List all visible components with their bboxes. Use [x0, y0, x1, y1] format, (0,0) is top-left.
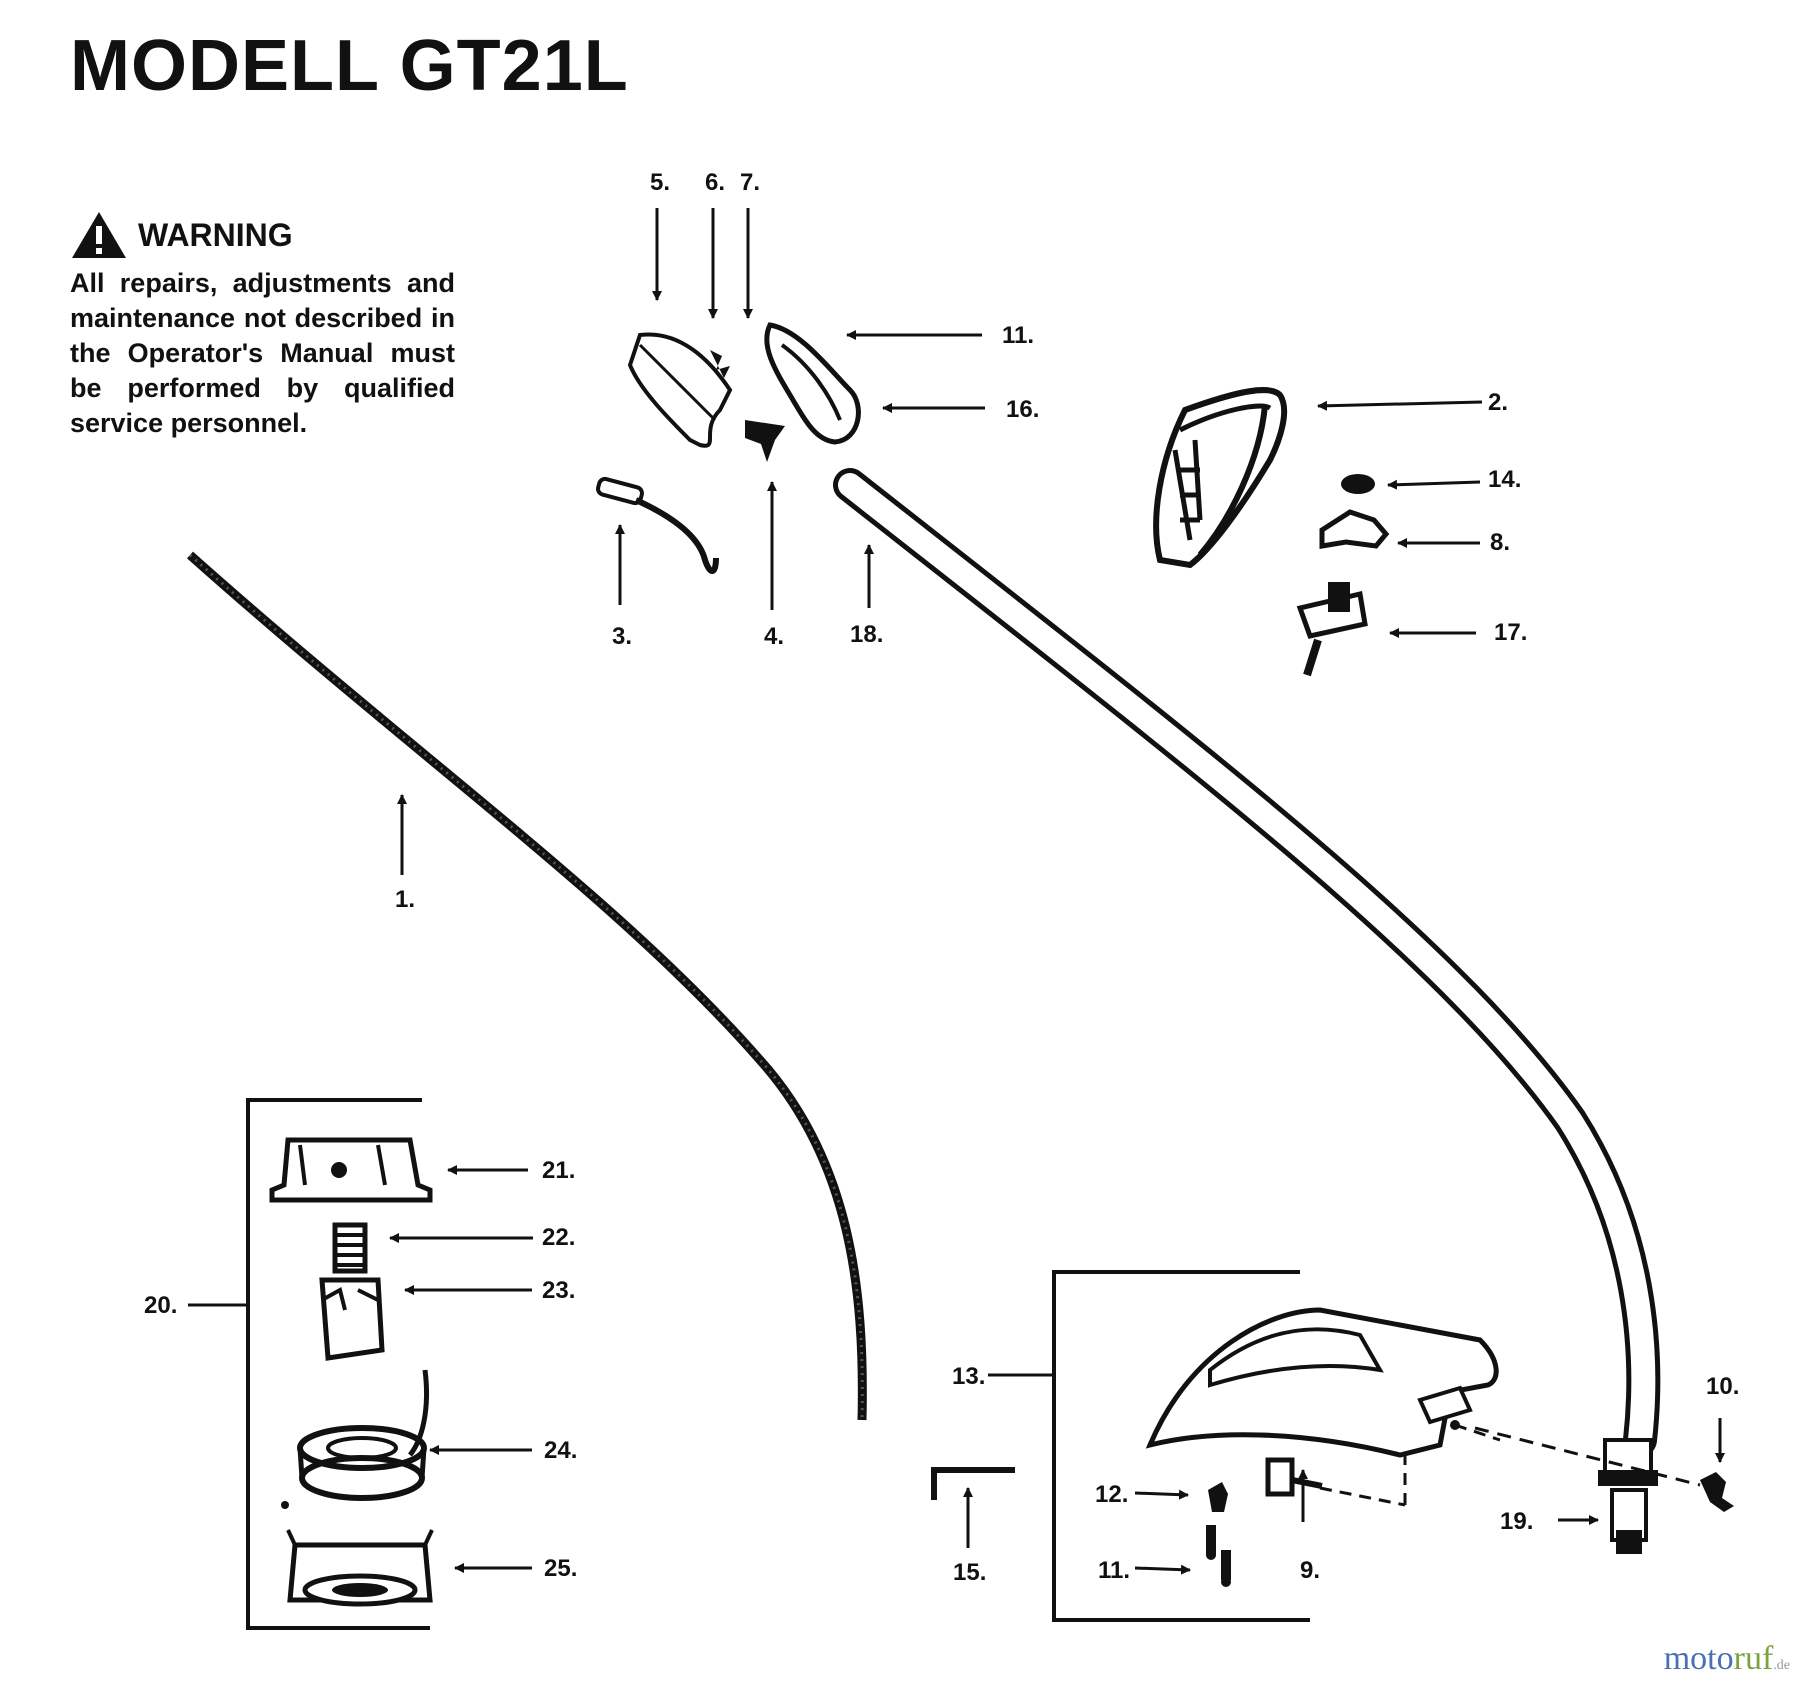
- handle-knob-part: [1296, 582, 1368, 677]
- guard-screw-part-a: [1206, 1525, 1216, 1560]
- part-label-19: 19.: [1500, 1508, 1533, 1535]
- spring-part: [332, 1222, 368, 1274]
- spool-housing-part: [286, 1529, 434, 1607]
- part-label-16: 16.: [1006, 396, 1039, 423]
- warning-heading: WARNING: [138, 216, 293, 253]
- part-label-21: 21.: [542, 1157, 575, 1184]
- part-label-14: 14.: [1488, 466, 1521, 493]
- part-label-3: 3.: [612, 623, 632, 650]
- handle-housing-part: [627, 332, 733, 448]
- throttle-housing-part: [764, 322, 861, 445]
- watermark-brand-a: moto: [1663, 1640, 1734, 1677]
- part-label-15: 15.: [953, 1559, 986, 1586]
- wing-nut-part: [1700, 1472, 1734, 1512]
- spool-cap-part: [269, 1137, 433, 1203]
- watermark-brand-b: ruf: [1733, 1640, 1774, 1677]
- part-label-8: 8.: [1490, 529, 1510, 556]
- page-title: MODELL GT21L: [70, 26, 629, 106]
- part-label-7: 7.: [740, 169, 760, 196]
- bobbin-hub-part: [319, 1277, 385, 1361]
- shaft-tube-part: [838, 473, 1656, 1452]
- guard-bracket-part: [1265, 1457, 1323, 1497]
- part-label-18: 18.: [850, 621, 883, 648]
- stop-wire-part: [596, 476, 719, 574]
- part-label-6: 6.: [705, 169, 725, 196]
- warning-text: All repairs, adjustments and maintenance…: [70, 268, 455, 438]
- part-label-10: 10.: [1706, 1373, 1739, 1400]
- part-label-23: 23.: [542, 1277, 575, 1304]
- warning-triangle-icon: [72, 212, 126, 258]
- site-watermark: motoruf.de: [1664, 1640, 1790, 1678]
- callout-arrows: [188, 208, 1725, 1575]
- part-label-11b: 11.: [1098, 1557, 1130, 1584]
- grass-guard-part: [1145, 1307, 1499, 1458]
- part-label-1: 1.: [395, 886, 415, 913]
- warning-heading-row: WARNING: [70, 210, 455, 260]
- part-label-20: 20.: [144, 1292, 177, 1319]
- part-label-13: 13.: [952, 1363, 985, 1390]
- part-label-9: 9.: [1300, 1557, 1320, 1584]
- watermark-tld: .de: [1773, 1658, 1790, 1673]
- shaft-coupling-part: [1598, 1438, 1658, 1554]
- guard-assembly-bracket: [1052, 1270, 1310, 1622]
- part-label-2: 2.: [1488, 389, 1508, 416]
- guard-screw-part-b: [1221, 1550, 1231, 1587]
- line-spool-part: [281, 1369, 430, 1509]
- part-label-12: 12.: [1095, 1481, 1128, 1508]
- part-label-17: 17.: [1494, 619, 1527, 646]
- loop-handle-part: [1153, 387, 1288, 569]
- part-label-25: 25.: [544, 1555, 577, 1582]
- part-label-24: 24.: [544, 1437, 577, 1464]
- part-label-22: 22.: [542, 1224, 575, 1251]
- clamp-part: [1319, 509, 1390, 549]
- trimmer-head-bracket: [246, 1098, 430, 1630]
- warning-notice: WARNING All repairs, adjustments and mai…: [70, 210, 455, 441]
- washer-part: [1341, 474, 1375, 494]
- guard-clip-part: [1208, 1482, 1228, 1512]
- part-label-4: 4.: [764, 623, 784, 650]
- throttle-trigger-part: [745, 420, 785, 462]
- part-label-5: 5.: [650, 169, 670, 196]
- trigger-part: [710, 350, 730, 378]
- hex-wrench-part: [931, 1467, 1015, 1500]
- part-label-11a: 11.: [1002, 322, 1034, 349]
